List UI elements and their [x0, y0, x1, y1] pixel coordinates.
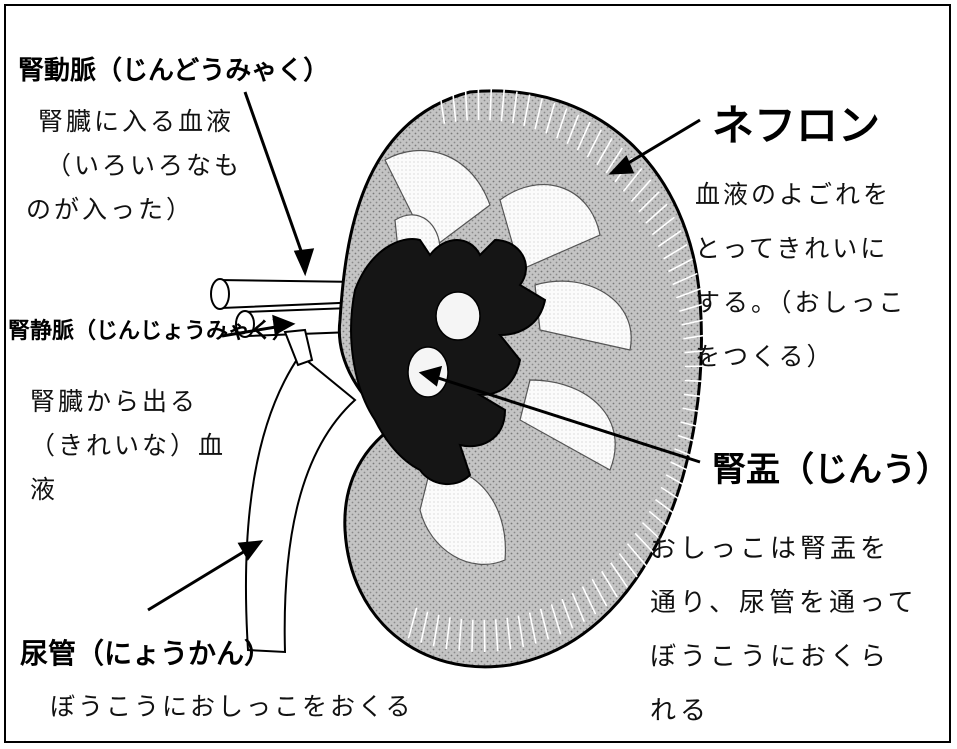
cortex-streak	[483, 619, 486, 652]
ureter-title: 尿管（にょうかん）	[20, 637, 273, 670]
cortex-streak	[500, 89, 505, 122]
renal-artery	[210, 278, 364, 310]
renal-pelvis-desc-line: ぼうこうにおくら	[650, 642, 891, 672]
cortex-streak	[684, 379, 712, 383]
nephron-title: ネフロン	[712, 101, 881, 150]
diagram-frame	[4, 4, 951, 743]
renal-artery-title: 腎動脈（じんどうみゃく）	[18, 56, 330, 86]
cortex-streak	[680, 421, 707, 430]
renal-pelvis-desc-line: れる	[650, 696, 711, 726]
cortex-streak	[586, 129, 602, 158]
cortex-streak	[539, 608, 550, 640]
renal-pelvis-desc-line: おしっこは腎盂を	[650, 534, 891, 564]
cortex-streak	[464, 88, 468, 121]
cortex-streak	[622, 168, 643, 192]
cortex-streak	[439, 92, 446, 124]
cortex-streak	[665, 474, 691, 489]
renal-vein-title: 腎静脈（じんじょうみゃく）	[8, 319, 295, 344]
cortex-streak	[581, 586, 597, 615]
cortex-streak	[591, 578, 608, 607]
cortex-streak	[528, 612, 537, 644]
ureter-desc-line: ぼうこうにおしっこをおくる	[50, 692, 414, 721]
cortex-streak	[605, 147, 624, 174]
cortex-streak	[600, 570, 618, 598]
cortex-streak	[517, 615, 525, 648]
cortex-streak	[683, 333, 710, 340]
cortex-streak	[626, 543, 647, 567]
cortex-streak	[506, 617, 512, 650]
cortex-streak	[550, 604, 562, 635]
nephron-desc-line: をつくる）	[695, 342, 835, 371]
cortex-streak	[489, 88, 493, 121]
nephron-desc-line: する。（おしっこ	[695, 288, 907, 317]
cortex-streak	[668, 258, 693, 273]
cortex-streak	[420, 611, 429, 643]
cortex-streak	[571, 592, 586, 623]
cortex-streak	[494, 619, 499, 652]
cortex-streak	[660, 486, 685, 504]
nephron-desc-line: 血液のよごれを	[695, 180, 892, 209]
renal-pelvis	[350, 238, 547, 486]
cortex-streak	[684, 349, 711, 354]
cortex-streak	[561, 598, 574, 629]
cortex-streak	[657, 230, 682, 248]
renal-pelvis-title: 腎盂（じんう）	[712, 450, 950, 490]
nephron-desc: 血液のよごれを とってきれいに する。（おしっこ をつくる）	[695, 168, 907, 384]
cortex-streak	[648, 510, 672, 530]
cortex-streak	[679, 302, 705, 312]
cortex-streak	[407, 607, 418, 639]
cortex-streak	[534, 98, 543, 130]
renal-vein-desc-line: 液	[30, 475, 59, 504]
cortex-streak	[672, 272, 698, 286]
cortex-streak	[630, 179, 652, 202]
cortex-streak	[677, 434, 704, 445]
renal-artery-desc-line: 腎臓に入る血液	[38, 107, 235, 136]
cortex-streak	[681, 318, 708, 326]
cortex-streak	[675, 287, 702, 299]
cortex-streak	[511, 91, 518, 124]
nephron-desc-line: とってきれいに	[695, 234, 889, 263]
cortex-streak	[471, 619, 474, 652]
cortex-streak	[670, 461, 696, 475]
cortex-streak	[641, 521, 664, 543]
renal-pelvis-desc-line: 通り、尿管を通って	[650, 588, 918, 618]
ureter-tube	[244, 353, 357, 654]
cortex-streak	[634, 532, 656, 555]
cortex-streak	[523, 94, 531, 126]
cortex-streak	[445, 617, 451, 650]
cortex-streak	[458, 618, 463, 651]
ureter-desc: ぼうこうにおしっこをおくる	[50, 685, 414, 729]
renal-pelvis-desc: おしっこは腎盂を 通り、尿管を通って ぼうこうにおくら れる	[650, 522, 918, 738]
cortex-streak	[654, 498, 679, 517]
renal-artery-desc-line: のが入った）	[26, 195, 195, 224]
cortex-streak	[663, 243, 688, 260]
cortex-streak	[556, 108, 568, 139]
pointer-lines	[147, 91, 701, 612]
cortex-streak	[638, 191, 660, 213]
cortex-streak	[576, 121, 591, 151]
cortex-streak	[683, 393, 711, 399]
cortex-streak	[651, 216, 675, 236]
cortex-streak	[618, 552, 638, 578]
cortex-streak	[682, 407, 709, 414]
cortex-streak	[545, 102, 556, 134]
cortex-streak	[432, 614, 440, 647]
cortex-streak	[566, 114, 580, 145]
renal-artery-desc-line: （いろいろなも	[46, 151, 243, 180]
medulla-pyramids	[384, 149, 632, 565]
renal-vein-desc: 腎臓から出る （きれいな）血 液	[30, 380, 226, 512]
cortex-streak	[451, 89, 457, 122]
cortex-streak	[645, 203, 668, 224]
cortex-streak	[596, 138, 613, 166]
cortex-streak	[674, 448, 700, 460]
renal-artery-desc: 腎臓に入る血液 （いろいろなも のが入った）	[26, 100, 243, 232]
cortex-streak	[610, 562, 629, 588]
renal-vein-desc-line: （きれいな）血	[30, 431, 227, 460]
renal-vein-desc-line: 腎臓から出る	[30, 387, 199, 416]
